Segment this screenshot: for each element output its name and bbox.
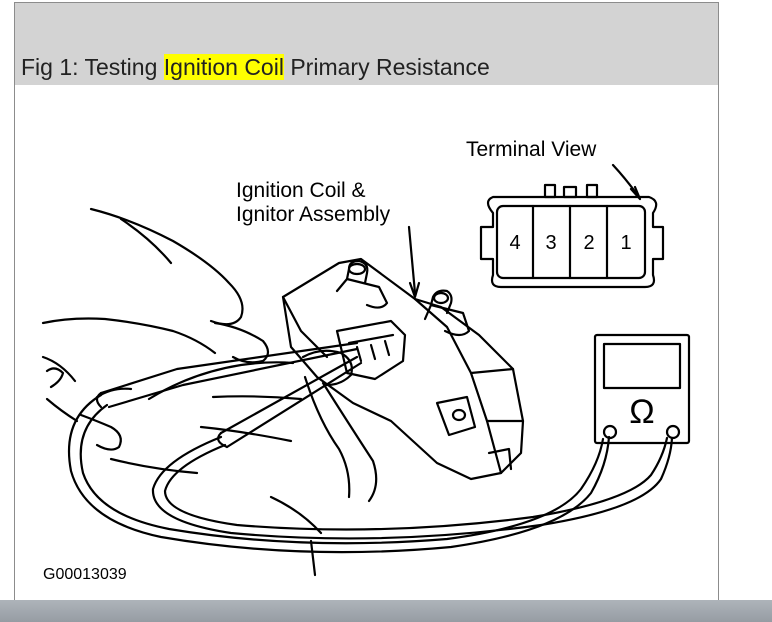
assembly-leader-line (407, 225, 417, 295)
coil-assembly (281, 257, 525, 481)
figure-caption: Fig 1: Testing Ignition Coil Primary Res… (21, 53, 490, 81)
caption-bar: Fig 1: Testing Ignition Coil Primary Res… (15, 3, 718, 85)
hands (41, 207, 378, 577)
assembly-leader-arrow (408, 281, 421, 299)
assembly-label-line2: Ignitor Assembly (236, 203, 391, 226)
terminal-number-2: 2 (583, 232, 594, 254)
caption-prefix: Fig 1: Testing (21, 54, 164, 80)
ohm-symbol: Ω (629, 393, 654, 431)
ignition-coil-diagram: Terminal View Ignition Coil & Ignitor As… (41, 138, 691, 583)
terminal-number-3: 3 (545, 232, 556, 254)
test-probes (95, 341, 363, 449)
terminal-number-4: 4 (509, 232, 520, 254)
assembly-label-line1: Ignition Coil & (236, 179, 366, 202)
terminal-view-label: Terminal View (466, 138, 597, 161)
figure-id-label: G00013039 (43, 566, 127, 583)
meter-leads (67, 393, 674, 554)
figure-frame: Fig 1: Testing Ignition Coil Primary Res… (14, 2, 719, 613)
terminal-number-1: 1 (620, 232, 631, 254)
caption-highlight: Ignition Coil (163, 54, 284, 80)
terminal-view-connector (479, 163, 665, 289)
bottom-scrollbar-area[interactable] (0, 600, 772, 622)
caption-suffix: Primary Resistance (283, 54, 490, 80)
